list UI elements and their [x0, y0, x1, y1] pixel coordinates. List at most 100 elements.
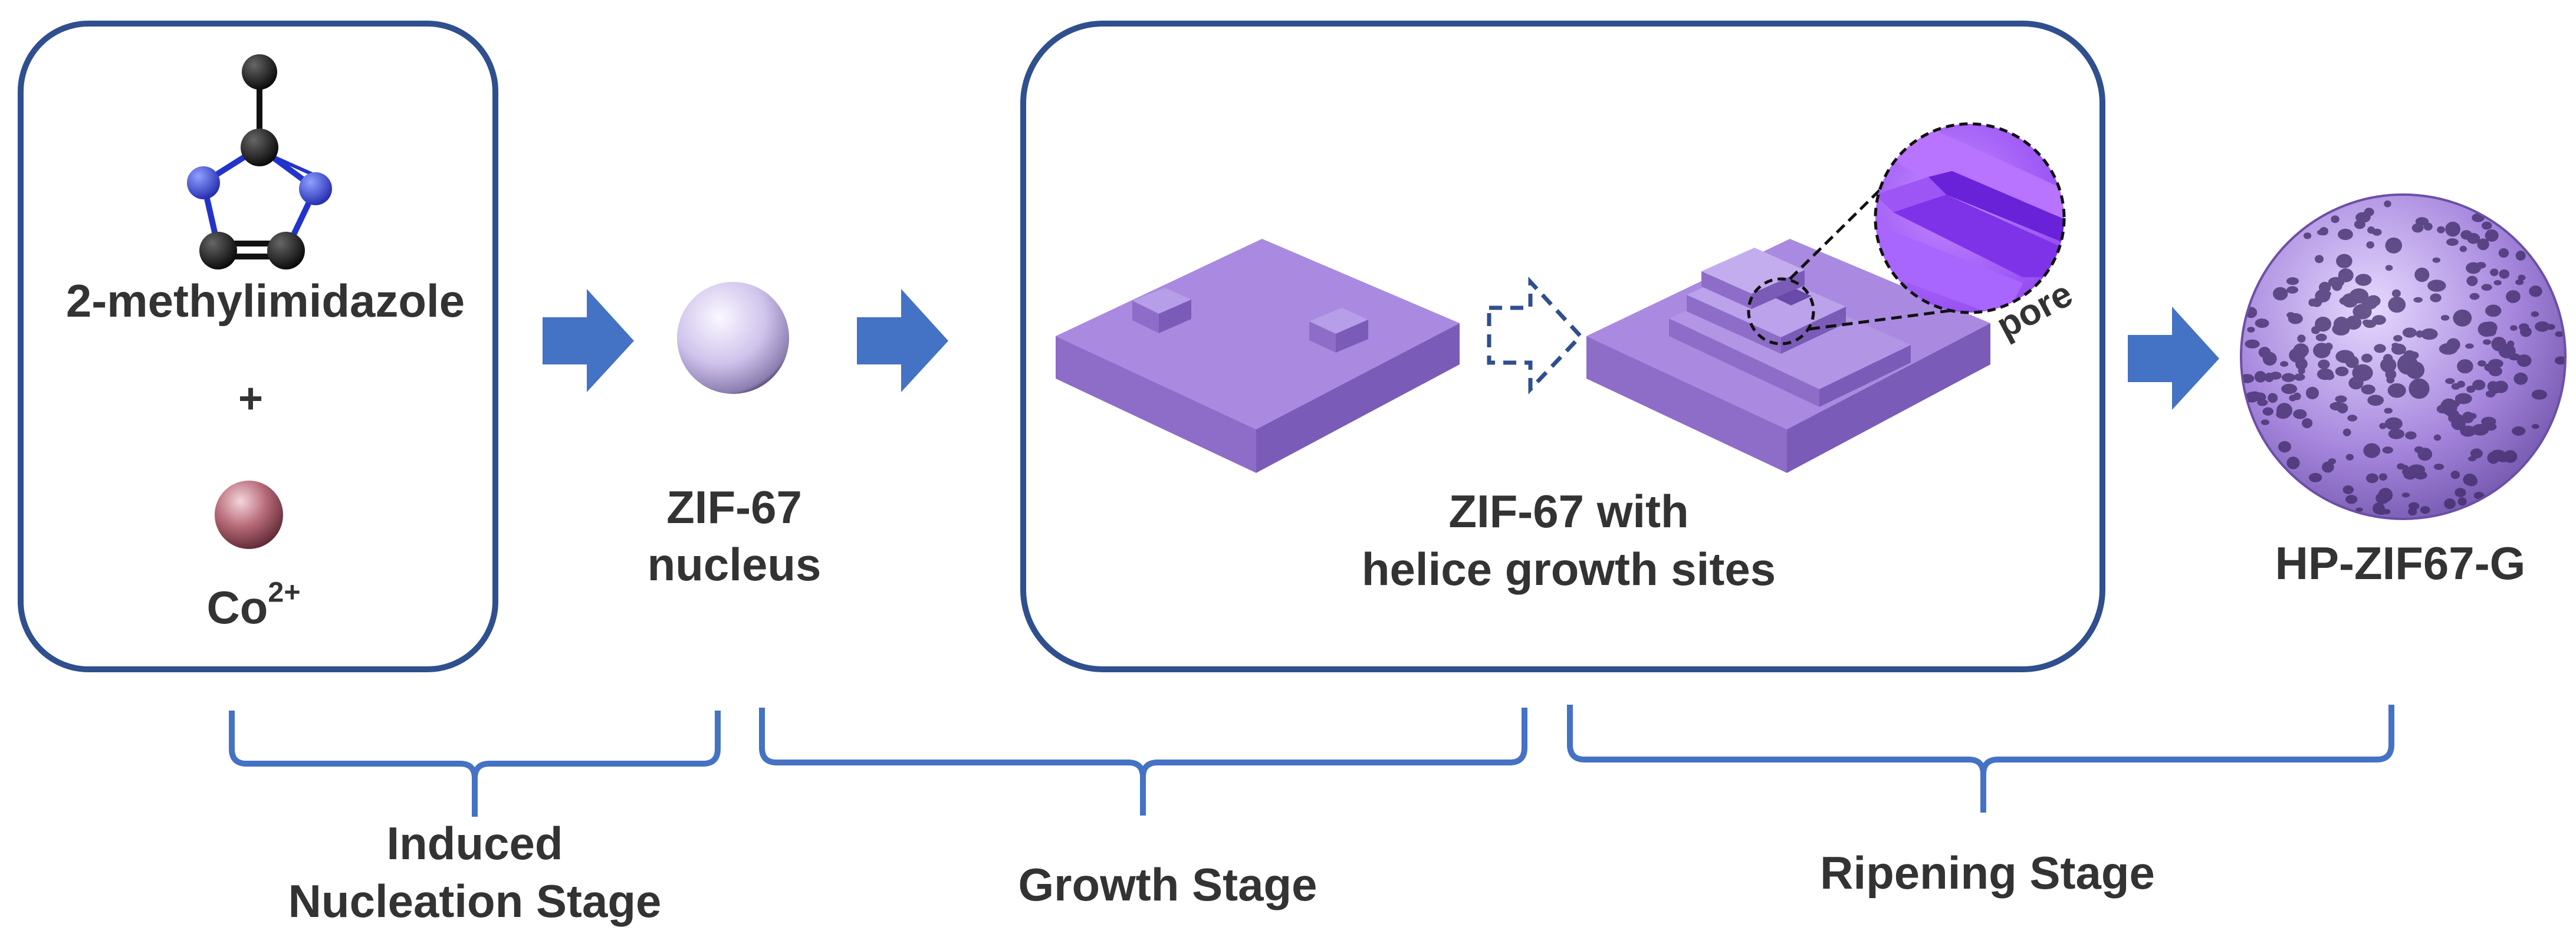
pore-mark — [2280, 361, 2289, 367]
pore-mark — [2385, 237, 2403, 254]
pore-mark — [2317, 229, 2326, 235]
pore-mark — [2481, 284, 2492, 291]
cobalt-ion-charge: 2+ — [268, 576, 301, 609]
pore-mark — [2297, 334, 2306, 343]
pore-mark — [2375, 492, 2390, 504]
pore-mark — [2463, 474, 2477, 486]
pore-mark — [2459, 245, 2467, 252]
pore-mark — [2515, 251, 2526, 261]
pore-mark — [2432, 257, 2441, 263]
pore-mark — [2315, 317, 2332, 332]
pore-mark — [2295, 358, 2308, 370]
pore-mark — [2440, 315, 2450, 321]
pore-mark — [2535, 321, 2550, 332]
pore-mark — [2457, 497, 2467, 506]
pore-mark — [2487, 381, 2499, 392]
pore-mark — [2411, 223, 2424, 233]
pore-mark — [2529, 285, 2542, 297]
pore-mark — [2465, 343, 2474, 349]
pore-mark — [2466, 275, 2478, 287]
pore-mark — [2408, 464, 2426, 475]
pore-mark — [2388, 297, 2406, 313]
pore-mark — [2507, 340, 2515, 348]
pore-mark — [2273, 287, 2288, 301]
pore-mark — [2393, 335, 2403, 342]
pore-mark — [2433, 434, 2442, 441]
pore-mark — [2410, 351, 2419, 359]
pore-mark — [2349, 288, 2369, 304]
pore-mark — [2318, 359, 2330, 370]
pore-zoom-inset-icon — [1874, 122, 2066, 314]
pore-mark — [2294, 373, 2305, 381]
pore-mark — [2437, 226, 2445, 234]
pore-mark — [2420, 506, 2430, 514]
pore-mark — [2286, 277, 2299, 285]
pore-mark — [2345, 315, 2362, 330]
pore-mark — [2473, 492, 2485, 499]
growth-stage-label: Growth Stage — [1018, 859, 1317, 910]
cobalt-ion-sphere-icon — [215, 481, 283, 549]
pore-mark — [2531, 311, 2539, 317]
pore-mark — [2262, 407, 2273, 416]
pore-mark — [2269, 372, 2282, 380]
pore-mark — [2481, 416, 2496, 426]
pore-mark — [2414, 381, 2423, 386]
pore-mark — [2546, 324, 2555, 330]
pore-mark — [2446, 238, 2459, 246]
product-label: HP-ZIF67-G — [2275, 537, 2526, 589]
pore-mark — [2308, 298, 2317, 307]
zif67-helical-steps-plate-icon — [1586, 239, 1990, 473]
pore-mark — [2387, 383, 2406, 398]
pore-mark — [2378, 473, 2387, 481]
pore-mark — [2348, 376, 2364, 390]
pore-mark — [2322, 461, 2334, 473]
pore-mark — [2342, 485, 2354, 494]
plus-sign: + — [238, 375, 264, 422]
pore-mark — [2421, 328, 2438, 340]
pore-mark — [2470, 448, 2483, 459]
pore-mark — [2515, 279, 2524, 285]
pore-mark — [2296, 412, 2306, 419]
pore-mark — [2513, 372, 2528, 385]
pore-mark — [2408, 507, 2417, 516]
pore-mark — [2483, 339, 2492, 345]
pore-mark — [2490, 268, 2499, 277]
nucleation-stage-bracket — [229, 711, 721, 817]
pore-mark — [2286, 456, 2300, 469]
pore-mark — [2248, 391, 2261, 399]
pore-mark — [2516, 354, 2532, 367]
pore-mark — [2366, 473, 2378, 484]
pore-mark — [2347, 415, 2358, 422]
pore-mark — [2367, 226, 2375, 234]
pore-mark — [2482, 321, 2498, 334]
pore-mark — [2308, 473, 2322, 482]
pore-mark — [2498, 344, 2516, 359]
pore-mark — [2315, 333, 2327, 341]
pore-mark — [2363, 443, 2381, 458]
pore-mark — [2355, 507, 2363, 512]
pore-mark — [2391, 343, 2406, 355]
pore-mark — [2329, 402, 2344, 411]
pore-mark — [2366, 241, 2374, 249]
pore-mark — [2400, 465, 2409, 470]
pore-mark — [2503, 450, 2518, 463]
pore-mark — [2477, 238, 2489, 251]
pore-mark — [2276, 410, 2291, 419]
pore-mark — [2478, 360, 2486, 367]
pore-mark — [2455, 488, 2466, 497]
pore-mark — [2485, 304, 2502, 317]
pore-mark — [2466, 262, 2481, 274]
pore-mark — [2498, 248, 2509, 258]
pore-mark — [2472, 424, 2489, 436]
pore-mark — [2379, 423, 2387, 429]
2-methylimidazole-molecule-icon — [187, 54, 332, 269]
pore-mark — [2430, 293, 2442, 303]
pore-mark — [2281, 373, 2296, 382]
pore-mark — [2247, 327, 2255, 333]
nucleation-stage-label-line1: Induced — [386, 817, 563, 869]
pore-mark — [2466, 385, 2476, 393]
pore-mark — [2457, 359, 2473, 374]
pore-mark — [2361, 384, 2375, 395]
pore-mark — [2448, 413, 2464, 423]
pore-mark — [2453, 309, 2472, 327]
